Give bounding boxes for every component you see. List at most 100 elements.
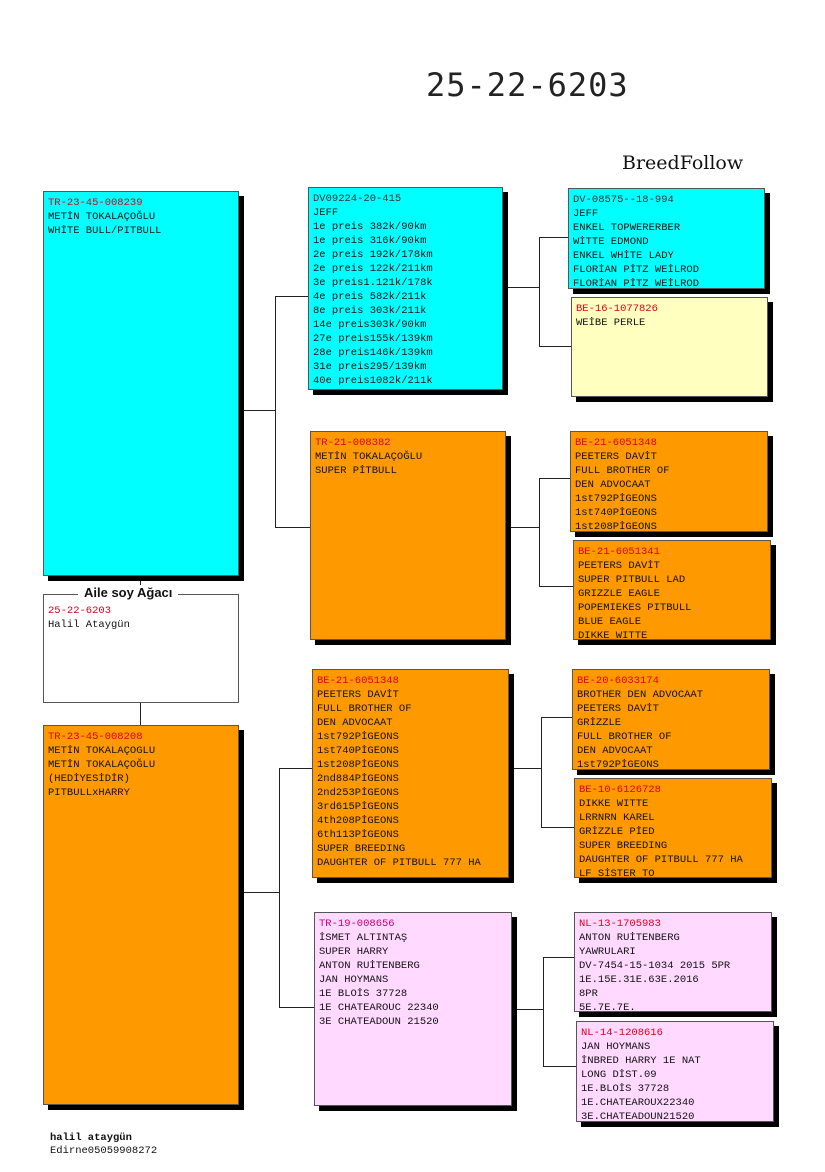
connector-line (539, 237, 540, 346)
pedigree-line: 8PR (579, 988, 598, 1000)
pedigree-line: FLORİAN PİTZ WEİLROD (573, 278, 700, 289)
pedigree-line: 3rd615PİGEONS (317, 801, 399, 813)
pedigree-line: GRİZZLE PİED (579, 826, 655, 838)
connector-line (541, 717, 572, 718)
ring-id: TR-23-45-008208 (48, 731, 143, 743)
ring-id: TR-21-008382 (315, 437, 391, 449)
pedigree-line: LF SİSTER TO (579, 868, 655, 878)
ring-id: NL-14-1208616 (581, 1027, 663, 1039)
pedigree-line: 1E.BLOİS 37728 (581, 1083, 670, 1095)
ring-id: BE-20-6033174 (577, 675, 659, 687)
pedigree-line: İSMET ALTINTAŞ (319, 932, 408, 944)
footer-contact: Edirne05059908272 (50, 1145, 158, 1157)
connector-line (541, 717, 542, 827)
pedigree-line: 40e preis1082k/211k (313, 375, 433, 387)
pedigree-line: LRRNRN KAREL (579, 812, 655, 824)
connector-line (506, 527, 539, 528)
ring-id: BE-16-1077826 (576, 303, 658, 315)
pedigree-line: 1E BLOİS 37728 (319, 988, 408, 1000)
subject-card[interactable]: 25-22-6203 Halil Ataygün (43, 594, 239, 703)
pedigree-line: 2e preis 192k/178km (313, 249, 433, 261)
subject-owner: Halil Ataygün (48, 619, 130, 631)
pedigree-line: 1st792PİGEONS (317, 731, 399, 743)
pedigree-title: Aile soy Ağacı (78, 585, 179, 600)
pedigree-line: PEETERS DAVİT (578, 560, 660, 572)
pedigree-line: JEFF (573, 208, 599, 220)
pedigree-line: ANTON RUİTENBERG (579, 932, 680, 944)
pedigree-line: (HEDİYESİDİR) (48, 773, 130, 785)
pedigree-line: WEİBE PERLE (576, 317, 646, 329)
pedigree-line: SUPER HARRY (319, 946, 389, 958)
pedigree-line: 1E.CHATEAROUX22340 (581, 1097, 695, 1109)
pedigree-line: 1E CHATEAROUC 22340 (319, 1002, 439, 1014)
pedigree-line: METİN TOKALAÇOĞLU (48, 211, 156, 223)
pedigree-line: PITBULLxHARRY (48, 787, 130, 799)
pedigree-line: 27e preis155k/139km (313, 333, 433, 345)
pedigree-line: SUPER PİTBULL (315, 465, 397, 477)
pedigree-line: PEETERS DAVİT (577, 703, 659, 715)
pedigree-line: GRIZZLE EAGLE (578, 588, 660, 600)
pedigree-line: 2nd884PİGEONS (317, 773, 399, 785)
pedigree-line: PEETERS DAVİT (575, 451, 657, 463)
pedigree-line: 1st792PİGEONS (575, 493, 657, 505)
connector-line (279, 768, 280, 1007)
pedigree-line: 1e preis 316k/90km (313, 235, 427, 247)
pedigree-line: METİN TOKALAÇOĞLU (315, 451, 423, 463)
ring-id: BE-10-6126728 (579, 784, 661, 796)
pedigree-line: BROTHER DEN ADVOCAAT (577, 689, 704, 701)
pedigree-line: ENKEL TOPWERERBER (573, 222, 681, 234)
pedigree-line: WHİTE BULL/PITBULL (48, 225, 162, 237)
connector-line (503, 287, 539, 288)
pedigree-line: 8e preis 303k/211k (313, 305, 427, 317)
pedigree-line: 14e preis303k/90km (313, 319, 427, 331)
brand-logo-text: BreedFollow (622, 152, 744, 174)
pedigree-line: WİTTE EDMOND (573, 236, 649, 248)
connector-line (539, 237, 568, 238)
pedigree-line: DEN ADVOCAAT (577, 745, 653, 757)
pedigree-line: İNBRED HARRY 1E NAT (581, 1055, 701, 1067)
pedigree-line: 1st208PİGEONS (317, 759, 399, 771)
pedigree-line: 31e preis295/139km (313, 361, 427, 373)
ring-id: BE-21-6051348 (575, 437, 657, 449)
pedigree-line: DIKKE WITTE (579, 798, 649, 810)
pedigree-line: 2nd253PİGEONS (317, 787, 399, 799)
pedigree-line: ANTON RUİTENBERG (319, 960, 420, 972)
pedigree-line: JAN HOYMANS (581, 1041, 651, 1053)
pedigree-line: DIKKE WITTE (578, 630, 648, 640)
ring-id: DV-08575--18-994 (573, 194, 674, 206)
pedigree-line: FULL BROTHER OF (575, 465, 670, 477)
pedigree-line: 3e preis1.121k/178k (313, 277, 433, 289)
pedigree-line: DAUGHTER OF PITBULL 777 HA (317, 857, 481, 869)
pedigree-line: 28e preis146k/139km (313, 347, 433, 359)
connector-line (275, 296, 276, 527)
connector-line (539, 346, 571, 347)
ring-id: BE-21-6051341 (578, 546, 660, 558)
connector-line (543, 1066, 576, 1067)
ring-id: NL-13-1705983 (579, 918, 661, 930)
pedigree-line: 4e preis 582k/211k (313, 291, 427, 303)
pedigree-line: YAWRULARI (579, 946, 636, 958)
pedigree-line: 2e preis 122k/211km (313, 263, 433, 275)
ring-id: DV09224-20-415 (313, 193, 402, 205)
ring-number-title: 25-22-6203 (426, 66, 629, 104)
pedigree-line: METİN TOKALAÇOGLU (48, 745, 156, 757)
connector-line (543, 957, 544, 1066)
connector-line (509, 768, 541, 769)
pedigree-line: 5E.7E.7E. (579, 1002, 636, 1012)
connector-line (541, 827, 574, 828)
pedigree-line: BLUE EAGLE (578, 616, 642, 628)
